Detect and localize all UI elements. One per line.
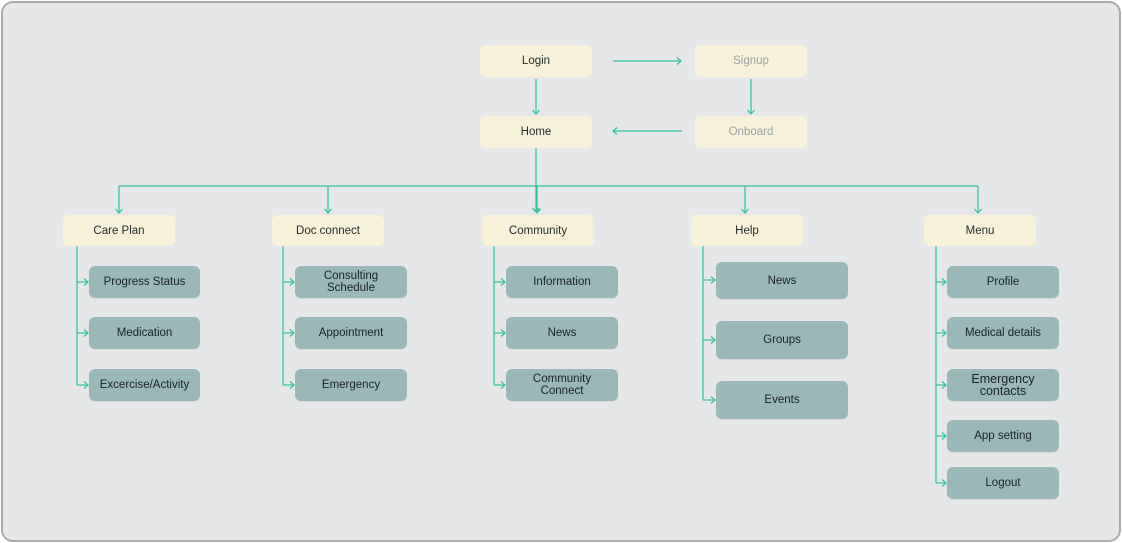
community-item-information[interactable]: Information <box>506 266 618 298</box>
arrow-to-help-head <box>741 208 749 214</box>
section-community[interactable]: Community <box>482 215 594 246</box>
section-label: Doc connect <box>296 224 360 237</box>
item-label: Consulting Schedule <box>323 270 379 294</box>
doc-connect-item-consulting-schedule[interactable]: Consulting Schedule <box>295 266 407 298</box>
item-label: Medication <box>116 327 173 339</box>
item-label: News <box>767 274 797 287</box>
menu-branch-0-head <box>941 278 947 286</box>
doc-connect-item-appointment[interactable]: Appointment <box>295 317 407 349</box>
help-branch-0-head <box>710 276 716 284</box>
home-node[interactable]: Home <box>480 116 592 148</box>
login-label: Login <box>521 55 551 67</box>
item-label: News <box>547 327 577 339</box>
care-plan-item-exercise-activity[interactable]: Excercise/Activity <box>89 369 200 401</box>
menu-branch-2-head <box>941 381 947 389</box>
section-doc-connect[interactable]: Doc connect <box>272 215 384 246</box>
help-item-news[interactable]: News <box>716 262 848 299</box>
menu-item-medical-details[interactable]: Medical details <box>947 317 1059 349</box>
arrow-to-community-head <box>533 208 541 214</box>
onboard-node[interactable]: Onboard <box>695 116 807 148</box>
item-label: Emergency contacts <box>971 372 1035 398</box>
login-node[interactable]: Login <box>480 45 592 77</box>
arrow-login-signup-head <box>676 57 682 65</box>
menu-item-app-setting[interactable]: App setting <box>947 420 1059 452</box>
section-label: Community <box>508 224 568 237</box>
item-label: Progress Status <box>103 276 186 288</box>
section-menu[interactable]: Menu <box>924 215 1036 246</box>
help-branch-1-head <box>710 336 716 344</box>
menu-branch-4-head <box>941 479 947 487</box>
item-label: Information <box>533 276 591 288</box>
doc-connect-branch-1-head <box>289 329 295 337</box>
section-label: Care Plan <box>93 224 145 237</box>
doc-connect-branch-2-head <box>289 381 295 389</box>
item-label: Appointment <box>318 327 384 339</box>
community-branch-2-head <box>500 381 506 389</box>
care-plan-branch-1-head <box>83 329 89 337</box>
menu-branch-1-head <box>941 329 947 337</box>
doc-connect-branch-0-head <box>289 278 295 286</box>
item-label: App setting <box>974 430 1032 442</box>
item-label: Excercise/Activity <box>99 379 190 391</box>
arrow-signup-onboard-head <box>747 109 755 115</box>
onboard-label: Onboard <box>728 126 774 138</box>
signup-node[interactable]: Signup <box>695 45 807 77</box>
help-branch-2-head <box>710 396 716 404</box>
section-label: Help <box>735 224 759 237</box>
doc-connect-item-emergency[interactable]: Emergency <box>295 369 407 401</box>
community-branch-1-head <box>500 329 506 337</box>
help-item-groups[interactable]: Groups <box>716 321 848 359</box>
item-label: Groups <box>763 334 801 346</box>
community-item-community-connect[interactable]: Community Connect <box>506 369 618 401</box>
item-label: Community Connect <box>532 373 592 397</box>
arrow-to-menu-head <box>974 208 982 214</box>
arrow-to-doc-connect-head <box>324 208 332 214</box>
item-label: Emergency <box>321 379 381 391</box>
item-label: Events <box>764 394 800 406</box>
home-label: Home <box>520 126 552 138</box>
care-plan-item-medication[interactable]: Medication <box>89 317 200 349</box>
arrow-onboard-home-head <box>612 127 618 135</box>
item-label: Profile <box>986 276 1020 288</box>
care-plan-item-progress-status[interactable]: Progress Status <box>89 266 200 298</box>
arrow-to-care-plan-head <box>115 208 123 214</box>
menu-branch-3-head <box>941 432 947 440</box>
care-plan-branch-0-head <box>83 278 89 286</box>
community-item-news[interactable]: News <box>506 317 618 349</box>
arrow-login-home-head <box>532 109 540 115</box>
signup-label: Signup <box>733 55 769 67</box>
menu-item-profile[interactable]: Profile <box>947 266 1059 298</box>
section-help[interactable]: Help <box>691 215 803 246</box>
care-plan-branch-2-head <box>83 381 89 389</box>
menu-item-logout[interactable]: Logout <box>947 467 1059 499</box>
help-item-events[interactable]: Events <box>716 381 848 419</box>
item-label: Medical details <box>964 327 1042 339</box>
section-label: Menu <box>965 224 995 237</box>
item-label: Logout <box>985 477 1021 489</box>
community-branch-0-head <box>500 278 506 286</box>
section-care-plan[interactable]: Care Plan <box>63 215 175 246</box>
menu-item-emergency-contacts[interactable]: Emergency contacts <box>947 369 1059 401</box>
